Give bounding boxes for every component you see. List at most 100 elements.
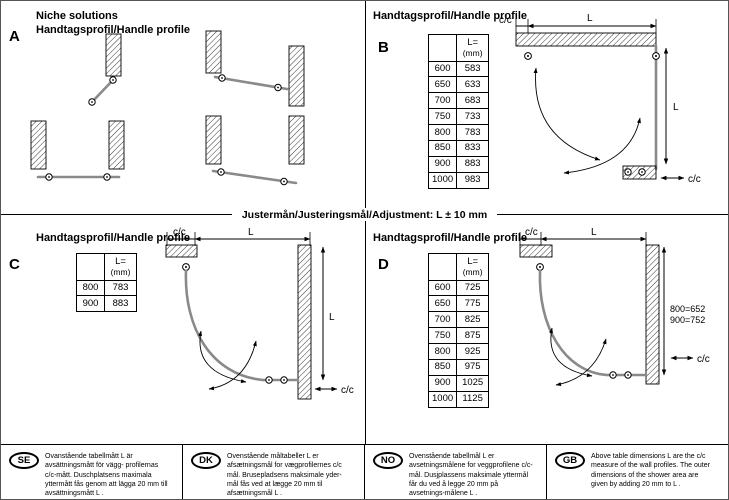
table-cell: 683 xyxy=(456,92,490,110)
table-cell: 883 xyxy=(104,295,137,313)
niche-variant-2 xyxy=(205,30,305,107)
door-panel xyxy=(90,78,115,104)
wall-profile-right xyxy=(645,244,660,385)
door-swing-arrow xyxy=(533,67,601,161)
table-cell: 1000 xyxy=(427,390,458,408)
table-cell: 700 xyxy=(427,92,458,110)
cc-label: c/c xyxy=(499,15,512,26)
table-cell: 975 xyxy=(456,358,490,376)
footnote-gb: GB Above table dimensions L are the c/c … xyxy=(547,445,728,499)
table-header-l: L= (mm) xyxy=(104,253,137,281)
table-cell: 875 xyxy=(456,327,490,344)
table-corner-cell xyxy=(427,253,458,281)
divider-rule xyxy=(497,214,728,215)
wall-profile xyxy=(288,115,305,165)
section-c-title: Handtagsprofil/Handle profile xyxy=(36,232,191,244)
table-cell: 800 xyxy=(76,279,105,297)
table-cell: 775 xyxy=(456,295,490,313)
wall-profile xyxy=(205,30,222,74)
table-cell: 750 xyxy=(427,327,458,344)
diagram-d-rounded: c/c L 800=652 900=752 c/c xyxy=(519,227,710,387)
table-cell: 883 xyxy=(456,155,490,173)
table-cell: 800 xyxy=(427,343,458,360)
l-label: L xyxy=(587,13,593,24)
l-label: L xyxy=(248,227,254,238)
niche-variant-3 xyxy=(30,120,125,181)
diagram-c-rounded: c/c L L c/c xyxy=(165,227,354,400)
table-cell: 825 xyxy=(456,311,490,329)
table-cell: 600 xyxy=(427,279,458,297)
header-l-label: L= xyxy=(467,36,479,48)
wall-profile-top xyxy=(519,244,553,258)
wall-profile-top xyxy=(165,244,198,258)
footnote-se-text: Ovanstående tabellmått L är avsättningsm… xyxy=(45,453,168,498)
footnote-no: NO Ovenstående tabellmål L er avsetnings… xyxy=(365,445,547,499)
table-cell: 700 xyxy=(427,311,458,329)
table-corner-cell xyxy=(76,253,105,281)
door-swing-arrow xyxy=(563,117,641,175)
annotation-800: 800=652 xyxy=(670,304,705,314)
table-cell: 650 xyxy=(427,76,458,94)
table-header-l: L= (mm) xyxy=(456,253,490,281)
table-header-l: L= (mm) xyxy=(456,34,490,62)
language-footnotes: SE Ovanstående tabellmått L är avsättnin… xyxy=(1,444,728,499)
cc-label: c/c xyxy=(173,227,186,238)
language-badge-se: SE xyxy=(9,452,39,469)
l-label: L xyxy=(673,102,679,113)
adjustment-note: Justermån/Justeringsmål/Adjustment: L ± … xyxy=(231,208,498,221)
door-swing-arrow xyxy=(208,340,257,391)
table-cell: 583 xyxy=(456,60,490,78)
table-cell: 1000 xyxy=(427,171,458,189)
l-label: L xyxy=(591,227,597,238)
table-cell: 1125 xyxy=(456,390,490,408)
section-d-letter: D xyxy=(378,256,389,273)
niche-variant-1 xyxy=(88,33,122,106)
section-a: Niche solutions Handtagsprofil/Handle pr… xyxy=(1,1,365,208)
table-header-row: L= (mm) xyxy=(427,34,490,62)
header-mm-label: (mm) xyxy=(462,267,483,278)
table-cell: 900 xyxy=(427,155,458,173)
section-c-letter: C xyxy=(9,256,20,273)
table-cell: 1025 xyxy=(456,374,490,392)
language-badge-no: NO xyxy=(373,452,403,469)
adjustment-band: Justermån/Justeringsmål/Adjustment: L ± … xyxy=(1,207,728,222)
table-header-row: L= (mm) xyxy=(427,253,490,281)
annotation-900: 900=752 xyxy=(670,315,705,325)
cc-label: c/c xyxy=(525,227,538,238)
wall-profile xyxy=(205,115,222,165)
table-cell: 850 xyxy=(427,358,458,376)
table-cell: 783 xyxy=(456,124,490,141)
table-cell: 600 xyxy=(427,60,458,78)
wall-profile xyxy=(105,33,122,77)
wall-profile xyxy=(108,120,125,170)
header-l-label: L= xyxy=(115,255,126,267)
cc-label: c/c xyxy=(688,174,701,185)
table-cell: 833 xyxy=(456,139,490,157)
table-cell: 900 xyxy=(427,374,458,392)
table-cell: 750 xyxy=(427,108,458,125)
section-b-letter: B xyxy=(378,39,389,56)
table-cell: 725 xyxy=(456,279,490,297)
curved-door-panel xyxy=(184,269,265,382)
table-cell: 783 xyxy=(104,279,137,297)
section-a-letter: A xyxy=(9,28,20,45)
table-cell: 850 xyxy=(427,139,458,157)
cc-label: c/c xyxy=(697,354,710,365)
diagram-a-niche-solutions xyxy=(30,30,305,186)
